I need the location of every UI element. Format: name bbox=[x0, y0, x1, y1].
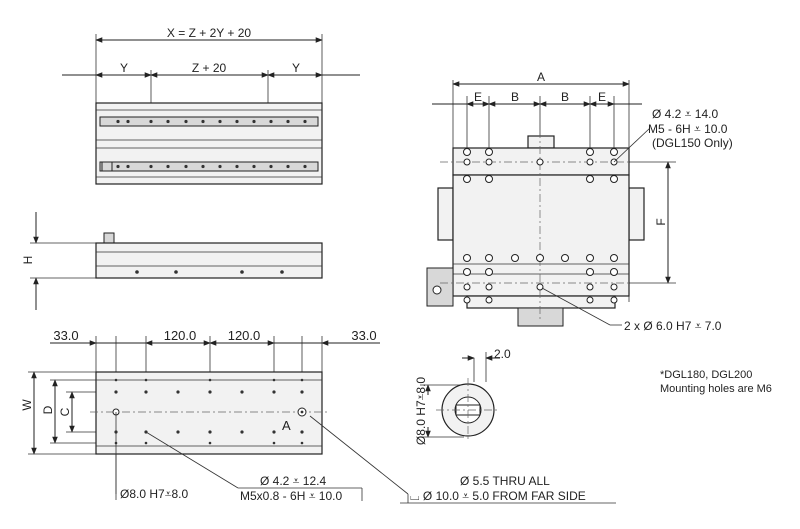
note-hole-3: (DGL150 Only) bbox=[652, 136, 733, 150]
side-view-connector bbox=[103, 232, 115, 244]
note-cbore: ⌴ Ø 10.0 ⩡ 5.0 FROM FAR SIDE bbox=[410, 489, 586, 503]
note-thru: Ø 5.5 THRU ALL bbox=[460, 474, 550, 488]
note-hole-1: Ø 4.2 ⩡ 14.0 bbox=[652, 107, 718, 121]
dim-overall-label: X = Z + 2Y + 20 bbox=[167, 26, 251, 40]
note-hole-2: M5 - 6H ⩡ 10.0 bbox=[648, 122, 728, 136]
side-view-body bbox=[95, 242, 323, 279]
footnote-line-2: Mounting holes are M6 bbox=[660, 383, 772, 395]
side-view: H bbox=[21, 212, 323, 310]
end-view-bottom-tab bbox=[517, 307, 564, 327]
dim-120-b-label: 120.0 bbox=[228, 328, 261, 343]
dim-b-right-label: B bbox=[561, 90, 569, 104]
top-rail-holes bbox=[116, 119, 307, 169]
end-view-side-left bbox=[437, 187, 454, 241]
dim-f-label: F bbox=[654, 218, 668, 225]
footnote: *DGL180, DGL200 Mounting holes are M6 bbox=[660, 369, 772, 395]
note-thread: M5x0.8 - 6H ⩡ 10.0 bbox=[240, 489, 342, 503]
bottom-view-body bbox=[95, 371, 323, 455]
top-rail-lower bbox=[99, 161, 319, 172]
dim-h-label: H bbox=[21, 256, 35, 265]
footnote-line-1: *DGL180, DGL200 bbox=[660, 369, 752, 381]
dim-y-left-label: Y bbox=[120, 61, 128, 75]
dim-a-label: A bbox=[537, 70, 545, 84]
note-drill: Ø 4.2 ⩡ 12.4 bbox=[260, 474, 326, 488]
dim-b-left-label: B bbox=[511, 90, 519, 104]
dim-y-right-label: Y bbox=[292, 61, 300, 75]
dim-e-left-label: E bbox=[474, 90, 482, 104]
top-rail-upper bbox=[99, 116, 319, 127]
dim-d-label: D bbox=[41, 405, 55, 414]
end-view: A E B B E F bbox=[426, 70, 733, 333]
end-view-top-block bbox=[527, 135, 555, 149]
dim-pin-label: Ø8.0 H7⩡8.0 bbox=[414, 377, 428, 445]
dim-z-label: Z + 20 bbox=[192, 61, 227, 75]
section-a-label: A bbox=[282, 418, 291, 433]
dim-2-label: 2.0 bbox=[494, 347, 511, 361]
end-view-side-right bbox=[628, 187, 645, 241]
end-view-frame bbox=[452, 174, 630, 297]
top-view-body bbox=[95, 102, 323, 185]
detail-a: 2.0 Ø8.0 H7⩡8.0 bbox=[414, 347, 511, 445]
dim-33-right-label: 33.0 bbox=[351, 328, 376, 343]
top-view: X = Z + 2Y + 20 Y Z + 20 Y bbox=[62, 26, 360, 185]
dim-c-label: C bbox=[58, 407, 72, 416]
dim-120-a-label: 120.0 bbox=[164, 328, 197, 343]
end-view-holes bbox=[463, 148, 618, 304]
dim-33-left-label: 33.0 bbox=[53, 328, 78, 343]
note-pin-hole: Ø8.0 H7⩡8.0 bbox=[120, 487, 188, 501]
note-pin: 2 x Ø 6.0 H7 ⩡ 7.0 bbox=[624, 319, 722, 333]
dim-e-right-label: E bbox=[598, 90, 606, 104]
dim-w-label: W bbox=[20, 399, 34, 411]
bottom-view: 33.0 120.0 120.0 33.0 W D C bbox=[20, 328, 616, 504]
top-end-block bbox=[101, 161, 113, 172]
